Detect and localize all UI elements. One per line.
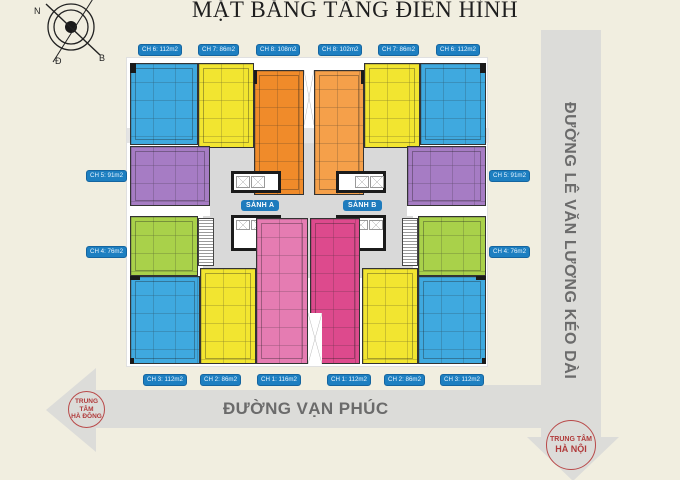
- destination-ha-dong: TRUNG TÂM HÀ ĐÔNG: [68, 391, 105, 428]
- compass-north-label: N: [34, 6, 41, 16]
- light-well-bottom: [307, 312, 323, 365]
- destination-ha-noi-line2: HÀ NỘI: [555, 443, 587, 454]
- unit-ch7-top-right[interactable]: [364, 63, 420, 148]
- area-tag-ch8-top-left: CH 8: 108m2: [256, 44, 301, 56]
- area-tag-ch6-top-right: CH 6: 112m2: [436, 44, 480, 56]
- void-right: [407, 206, 486, 216]
- area-tag-ch2-bottom-right: CH 2: 86m2: [384, 374, 426, 386]
- area-tag-ch1-bottom-right: CH 1: 112m2: [327, 374, 371, 386]
- unit-ch2-bottom-left[interactable]: [200, 268, 256, 364]
- wall: [476, 276, 486, 280]
- wall: [130, 63, 136, 73]
- compass: N Đ B: [24, 0, 124, 70]
- road-le-van-luong: [541, 30, 601, 425]
- unit-ch4-left[interactable]: [130, 216, 198, 276]
- unit-ch6-top-right[interactable]: [420, 63, 486, 145]
- wall: [130, 358, 134, 364]
- destination-ha-noi: TRUNG TÂM HÀ NỘI: [546, 420, 596, 470]
- unit-ch3-bottom-left[interactable]: [130, 276, 200, 364]
- area-tag-ch5-left: CH 5: 91m2: [86, 170, 128, 182]
- area-tag-ch5-right: CH 5: 91m2: [489, 170, 531, 182]
- area-tag-ch8-top-right: CH 8: 102m2: [318, 44, 363, 56]
- compass-west-label: B: [99, 53, 106, 63]
- floor-plan: SẢNH A SẢNH B: [126, 57, 489, 367]
- area-tag-ch4-right: CH 4: 76m2: [489, 246, 531, 258]
- area-tag-ch3-bottom-right: CH 3: 112m2: [440, 374, 484, 386]
- wall: [480, 63, 486, 73]
- area-tag-ch3-bottom-left: CH 3: 112m2: [143, 374, 187, 386]
- unit-ch4-right[interactable]: [418, 216, 486, 276]
- area-tag-ch4-left: CH 4: 76m2: [86, 246, 128, 258]
- wall: [482, 358, 486, 364]
- compass-icon: [45, 0, 101, 63]
- road-van-phuc: [90, 390, 550, 428]
- unit-ch3-bottom-right[interactable]: [418, 276, 486, 364]
- area-tag-ch7-top-right: CH 7: 86m2: [378, 44, 420, 56]
- lift-core-b-top: [336, 171, 386, 193]
- wall: [130, 276, 140, 280]
- lift-core-a-top: [231, 171, 281, 193]
- destination-ha-dong-line2: HÀ ĐÔNG: [71, 413, 102, 421]
- unit-ch1-bottom-left[interactable]: [256, 218, 308, 364]
- lobby-b-label: SẢNH B: [343, 200, 382, 211]
- unit-ch5-right[interactable]: [407, 146, 486, 206]
- stair-left: [198, 218, 214, 266]
- stair-right: [402, 218, 418, 266]
- area-tag-ch2-bottom-left: CH 2: 86m2: [200, 374, 242, 386]
- unit-ch5-left[interactable]: [130, 146, 210, 206]
- page-title: MẶT BẰNG TẦNG ĐIỂN HÌNH: [191, 0, 519, 22]
- road-label-le-van-luong: ĐƯỜNG LÊ VĂN LƯƠNG KÉO DÀI: [561, 102, 578, 380]
- area-tag-ch6-top-left: CH 6: 112m2: [138, 44, 182, 56]
- destination-ha-noi-line1: TRUNG TÂM: [550, 435, 592, 443]
- void-left: [130, 206, 210, 216]
- area-tag-ch1-bottom-left: CH 1: 116m2: [257, 374, 301, 386]
- unit-ch7-top-left[interactable]: [198, 63, 254, 148]
- lobby-a-label: SẢNH A: [241, 200, 280, 211]
- light-well-top: [303, 69, 315, 126]
- area-tag-ch7-top-left: CH 7: 86m2: [198, 44, 240, 56]
- destination-ha-dong-line1: TRUNG TÂM: [74, 398, 99, 413]
- unit-ch6-top-left[interactable]: [130, 63, 198, 145]
- compass-east-label: Đ: [55, 56, 62, 66]
- road-label-van-phuc: ĐƯỜNG VẠN PHÚC: [223, 399, 389, 418]
- wall: [254, 70, 257, 84]
- wall: [361, 70, 364, 84]
- unit-ch2-bottom-right[interactable]: [362, 268, 418, 364]
